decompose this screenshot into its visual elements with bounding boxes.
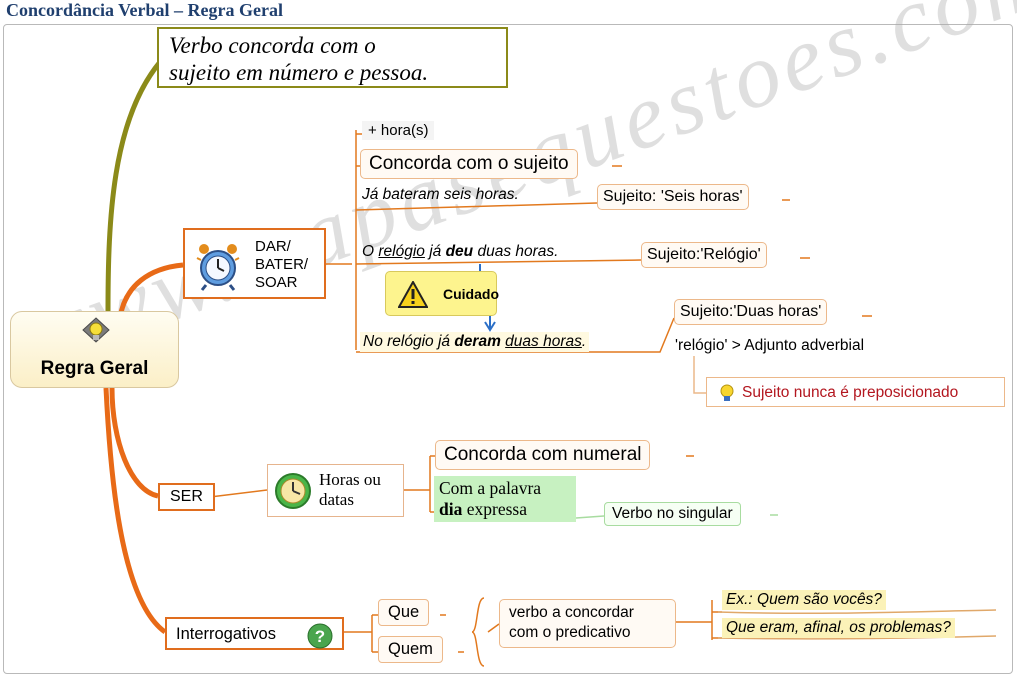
dar-bracket	[326, 130, 357, 350]
rule-line-2: sujeito em número e pessoa.	[169, 60, 429, 85]
example-sentence-2[interactable]: O relógio já deu duas horas.	[362, 243, 558, 261]
svg-text:?: ?	[315, 627, 325, 646]
verbo-singular-node[interactable]: Verbo no singular	[604, 502, 741, 526]
subject-1-node[interactable]: Sujeito: 'Seis horas'	[597, 184, 749, 210]
rule-statement[interactable]: Verbo concorda com o sujeito em número e…	[157, 27, 508, 88]
palavra-dia-node[interactable]: Com a palavra dia expressa	[434, 476, 576, 522]
warning-icon	[397, 279, 429, 313]
example-sentence-3[interactable]: No relógio já deram duas horas.	[360, 332, 590, 352]
ser-node[interactable]: SER	[158, 483, 215, 511]
ex3-bold: deram	[454, 333, 501, 350]
predicativo-node[interactable]: verbo a concordar com o predicativo	[499, 599, 676, 648]
horas-line-1: Horas ou	[319, 470, 381, 489]
palavra-post: expressa	[462, 499, 527, 519]
ex3-underlined: duas horas	[505, 333, 582, 350]
question-icon: ?	[307, 623, 333, 654]
ex2-mid: já	[424, 243, 446, 260]
subject-2-node[interactable]: Sujeito:'Relógio'	[641, 242, 767, 268]
subject-3-node[interactable]: Sujeito:'Duas horas'	[674, 299, 828, 325]
clock-icon	[274, 472, 312, 515]
alarm-clock-icon	[195, 240, 243, 297]
interrogativos-node[interactable]: Interrogativos ?	[165, 617, 344, 650]
concorda-sujeito-node[interactable]: Concorda com o sujeito	[360, 149, 578, 179]
branch-dar	[117, 262, 184, 319]
caution-node[interactable]: Cuidado	[385, 271, 499, 316]
small-lightbulb-icon	[719, 384, 735, 407]
ex2-bold: deu	[445, 243, 474, 260]
rule-line-1: Verbo concorda com o	[169, 33, 376, 58]
dar-bater-soar-node[interactable]: DAR/ BATER/ SOAR	[183, 228, 326, 299]
palavra-bold: dia	[439, 499, 463, 519]
note-text: Sujeito nunca é preposicionado	[742, 384, 959, 401]
palavra-line-2: dia expressa	[439, 499, 571, 520]
palavra-line-1: Com a palavra	[439, 478, 542, 498]
dar-line-1: DAR/	[255, 238, 291, 255]
ex3-post: .	[581, 333, 587, 350]
example-quem[interactable]: Ex.: Quem são vocês?	[722, 590, 886, 610]
dar-line-3: SOAR	[255, 274, 298, 291]
dar-line-2: BATER/	[255, 256, 309, 273]
horas-datas-node[interactable]: Horas ou datas	[267, 464, 404, 517]
predicativo-line-1: verbo a concordar	[509, 604, 634, 621]
caution-label: Cuidado	[443, 286, 499, 302]
diagram-frame	[3, 24, 1013, 674]
interrogativos-label: Interrogativos	[176, 625, 276, 643]
concorda-numeral-node[interactable]: Concorda com numeral	[435, 440, 651, 470]
ex2-post: duas horas.	[473, 243, 559, 260]
branch-interrogativos	[103, 387, 167, 635]
ex3-pre: No relógio já	[363, 333, 455, 350]
branch-ser	[109, 387, 159, 499]
root-label: Regra Geral	[40, 358, 149, 379]
horas-line-2: datas	[319, 490, 354, 509]
interrog-bracket	[471, 597, 485, 667]
ex2-pre: O	[362, 243, 379, 260]
branch-rule	[105, 60, 162, 312]
idea-lightbulb-icon	[81, 316, 111, 355]
ex2-underlined: relógio	[378, 243, 425, 260]
note-node[interactable]: Sujeito nunca é preposicionado	[706, 377, 1005, 407]
example-que[interactable]: Que eram, afinal, os problemas?	[722, 618, 955, 638]
root-node[interactable]: Regra Geral	[10, 311, 179, 388]
adjunct-label[interactable]: 'relógio' > Adjunto adverbial	[675, 337, 865, 354]
example-sentence-1[interactable]: Já bateram seis horas.	[362, 186, 519, 203]
note-link	[693, 356, 706, 394]
predicativo-line-2: com o predicativo	[509, 624, 631, 641]
page-title: Concordância Verbal – Regra Geral	[6, 0, 283, 20]
hora-label[interactable]: + hora(s)	[362, 121, 435, 140]
quem-node[interactable]: Quem	[378, 636, 443, 663]
que-node[interactable]: Que	[378, 599, 430, 626]
